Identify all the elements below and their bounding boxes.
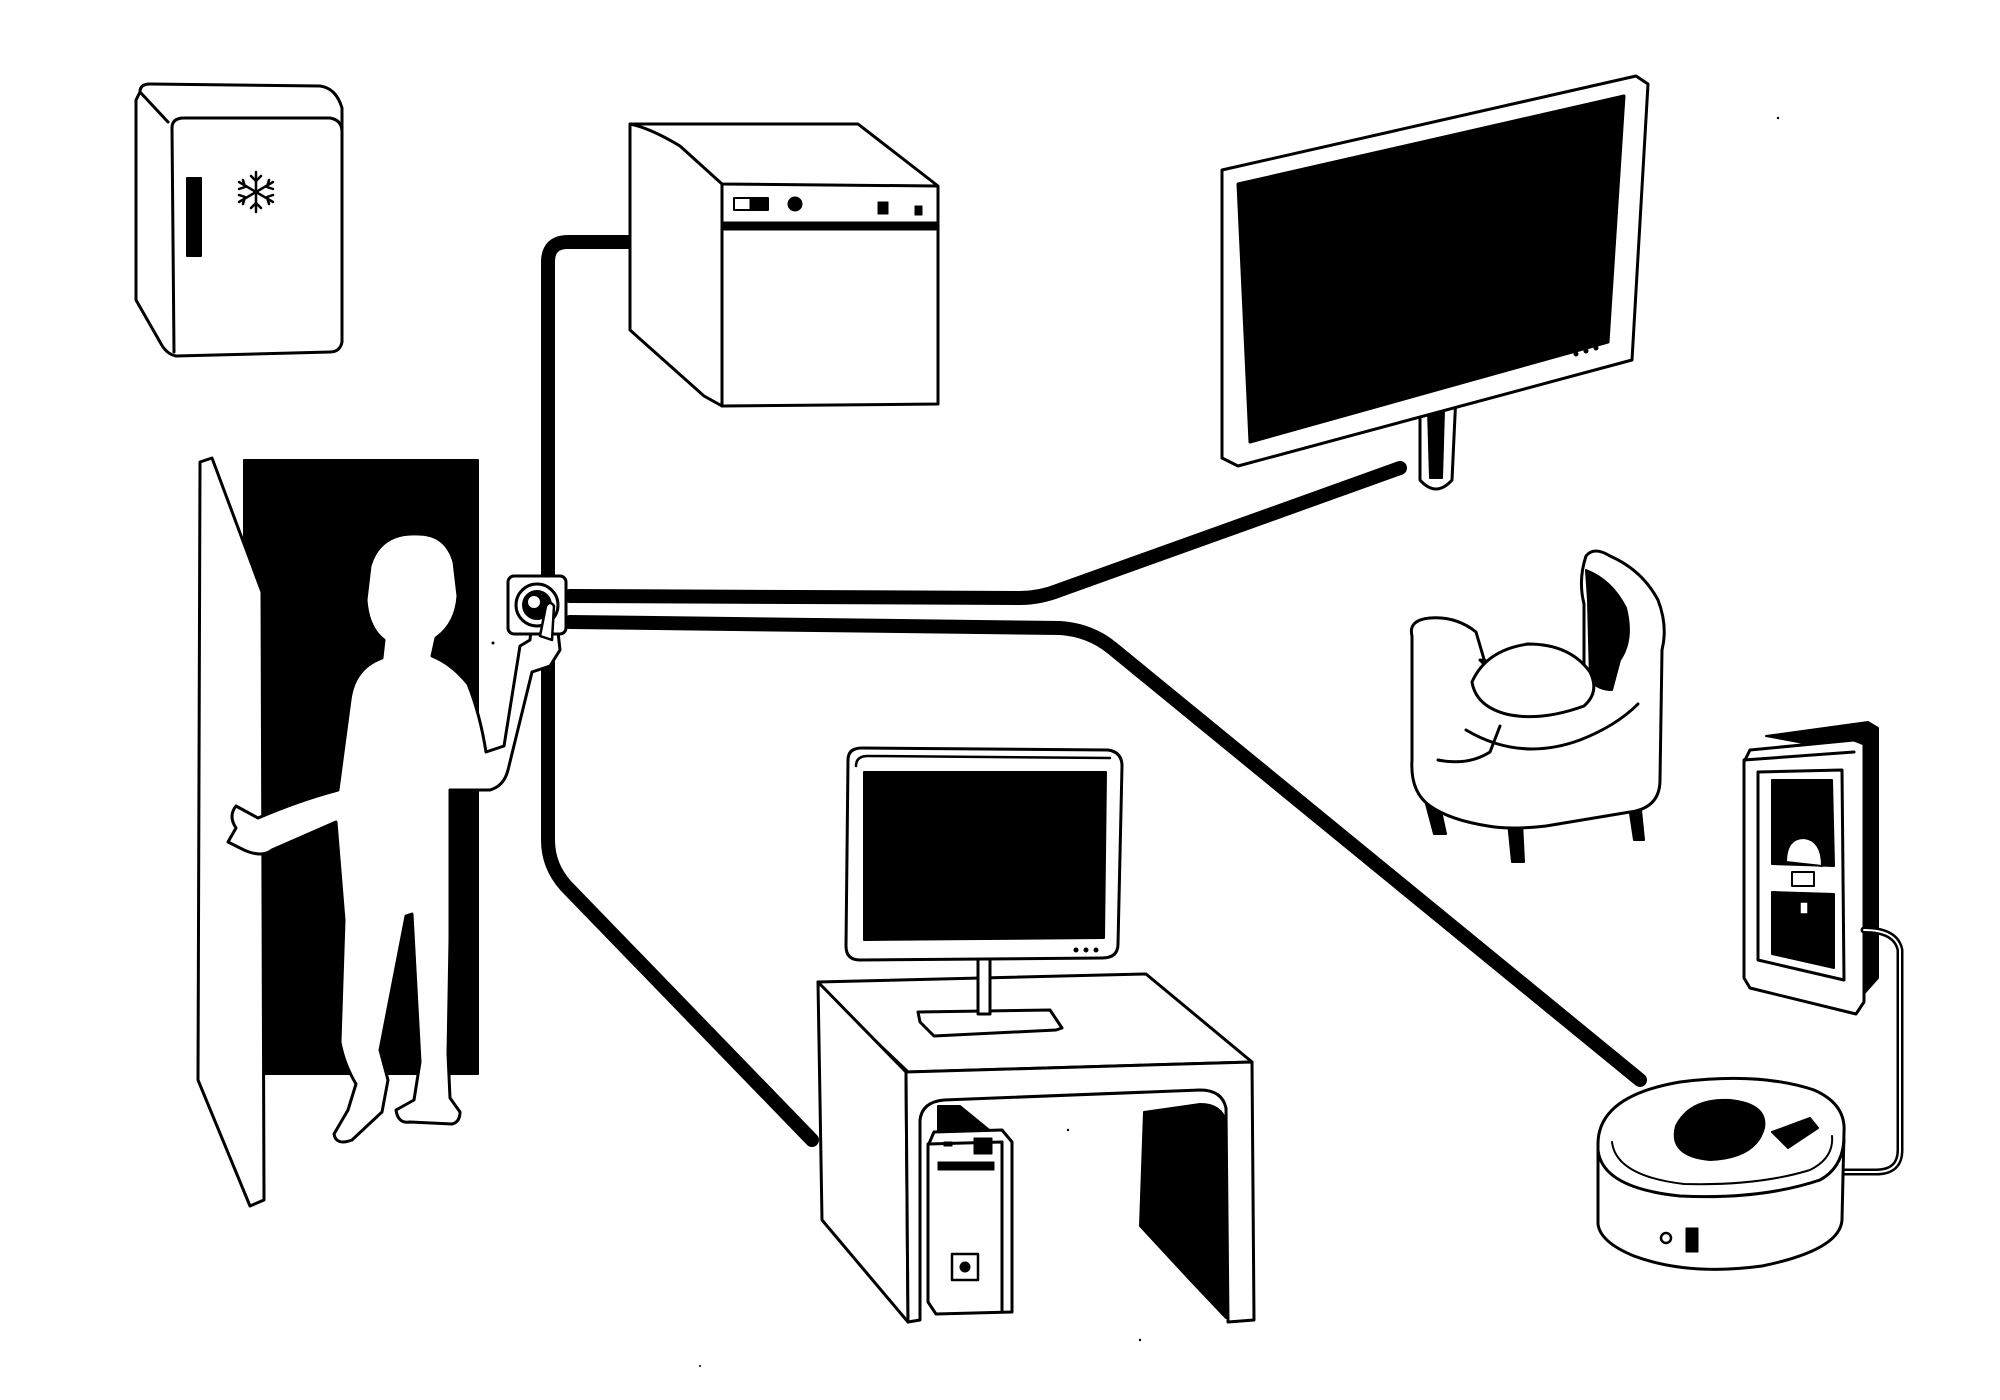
cables bbox=[541, 235, 1647, 1147]
pc-power-button bbox=[959, 1261, 971, 1273]
wall-tv bbox=[1220, 74, 1650, 491]
person bbox=[226, 532, 562, 1144]
smart-wall-switch bbox=[506, 574, 568, 636]
monitor bbox=[844, 746, 1124, 1038]
desk-inner-shadow bbox=[1139, 1103, 1227, 1319]
speaker-port bbox=[1791, 871, 1815, 887]
speaker-driver bbox=[1785, 837, 1823, 867]
oven-knob bbox=[787, 196, 803, 212]
finger bbox=[538, 601, 556, 642]
cable-to-oven bbox=[541, 235, 635, 599]
oven-button-1 bbox=[877, 201, 889, 215]
monitor-stand-base bbox=[916, 1008, 1064, 1038]
speaker-woofer-window bbox=[1771, 891, 1835, 969]
robot-vacuum bbox=[1596, 1076, 1846, 1271]
desk-front bbox=[904, 1060, 1256, 1324]
robot-vacuum-led bbox=[1659, 1231, 1673, 1245]
cable-to-wall-tv bbox=[563, 461, 1407, 605]
pc-button bbox=[973, 1137, 993, 1155]
door-panel bbox=[196, 456, 266, 1208]
armchair-back-shadow bbox=[1585, 569, 1630, 691]
robot-vacuum-sensor bbox=[1673, 1098, 1766, 1161]
armchair-seat bbox=[1470, 642, 1596, 719]
robot-vacuum-bumper-mark bbox=[1771, 1117, 1819, 1149]
speaker bbox=[1742, 721, 1879, 1016]
oven-button-2 bbox=[914, 205, 923, 216]
fridge-handle bbox=[186, 177, 202, 257]
cable-to-robot-vacuum bbox=[563, 615, 1647, 1087]
pc-drive-bay bbox=[937, 1161, 995, 1171]
robot-vacuum-base bbox=[1596, 1076, 1846, 1271]
armchair bbox=[1409, 549, 1666, 863]
cable-to-desk-pc bbox=[541, 633, 819, 1147]
speaker-tweeter-window bbox=[1771, 779, 1835, 867]
pc-tower bbox=[926, 1128, 1014, 1316]
pc-tower-body bbox=[926, 1128, 1014, 1316]
monitor-screen bbox=[863, 771, 1107, 941]
snowflake-icon bbox=[237, 170, 275, 214]
pc-slot bbox=[943, 1141, 953, 1147]
wall-tv-screen bbox=[1236, 94, 1626, 444]
ink-specks bbox=[491, 116, 1780, 1367]
mini-fridge bbox=[134, 82, 344, 358]
oven-control-strip bbox=[723, 221, 937, 231]
robot-vacuum-button bbox=[1685, 1227, 1699, 1253]
oven bbox=[628, 122, 940, 408]
person-silhouette bbox=[226, 532, 562, 1144]
